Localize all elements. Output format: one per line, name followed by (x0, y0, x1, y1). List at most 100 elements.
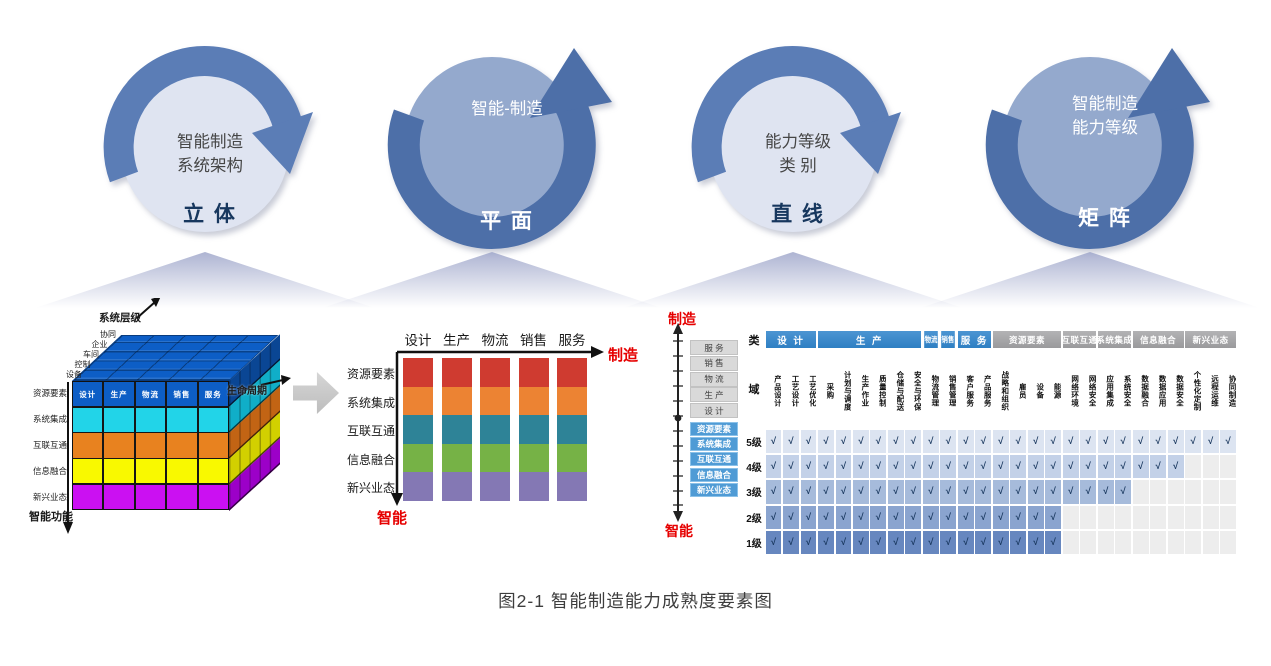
matrix-cell: √ (1010, 505, 1027, 529)
cycle-arrow-icon (691, 46, 901, 232)
cycle-title-line: 智能-制造 (471, 100, 543, 118)
cycle-title: 智能制造系统架构 (100, 130, 320, 178)
cycle-system-architecture: 智能制造系统架构 立 体 (100, 38, 320, 248)
matrix-cell: √ (1045, 505, 1062, 529)
maturity-matrix: 制造 智能 服 务销 售物 流生 产设 计资源要素系统集成互联互通信息融合新兴业… (660, 305, 1255, 567)
category-header: 资源要素 (992, 331, 1062, 348)
matrix-axis-icon (673, 323, 683, 522)
matrix-table: 类设 计生 产物流销售服 务资源要素互联互通系统集成信息融合新兴业态域产品设计工… (744, 331, 1236, 554)
cycle-title-line: 智能制造 (1072, 95, 1138, 113)
matrix-cell (1115, 530, 1132, 554)
matrix-cell: √ (800, 455, 817, 479)
matrix-cell (1220, 480, 1236, 504)
bar-segment (441, 358, 472, 387)
domain-header: 工艺设计 (783, 350, 799, 428)
matrix-cell: √ (765, 480, 782, 504)
matrix-cell: √ (783, 530, 799, 554)
matrix-cell: √ (992, 530, 1009, 554)
cube-block (198, 459, 228, 484)
cube-block (73, 433, 103, 458)
bar-segment (403, 386, 433, 416)
cycle-arrow-icon (387, 48, 612, 249)
matrix-cell: √ (1150, 430, 1167, 454)
matrix-cell: √ (975, 455, 992, 479)
intelligence-axis-box: 系统集成 (690, 437, 738, 452)
matrix-cell (1062, 505, 1079, 529)
cycle-capability-level: 智能制造能力等级 矩 阵 (985, 42, 1225, 262)
cycle-keyword: 平 面 (480, 210, 534, 233)
matrix-cell: √ (1185, 430, 1202, 454)
cube-block (135, 484, 166, 509)
bar-segment (480, 358, 510, 387)
stacked-bar (441, 358, 472, 501)
domain-header: 个性化定制 (1185, 350, 1202, 428)
cube-block (135, 459, 166, 484)
system-level-label: 设备 (66, 370, 82, 379)
cube-block (167, 433, 197, 458)
cycle-keyword: 直 线 (771, 203, 825, 226)
matrix-cell: √ (957, 480, 974, 504)
matrix-cell (1080, 530, 1097, 554)
matrix-cell: √ (887, 430, 904, 454)
domain-header: 客户服务 (957, 350, 974, 428)
lifecycle-column-label: 销售 (520, 333, 547, 348)
domain-header: 质量控制 (870, 350, 887, 428)
category-header: 信息融合 (1132, 331, 1184, 348)
cube-block (198, 484, 228, 509)
matrix-cell: √ (1027, 480, 1044, 504)
category-header: 新兴业态 (1185, 331, 1236, 348)
bar-segment (403, 358, 433, 387)
matrix-cell: √ (835, 530, 852, 554)
cube-block (167, 407, 197, 432)
domain-header: 生产作业 (853, 350, 869, 428)
function-layer-label: 系统集成 (32, 413, 67, 424)
matrix-cell (1097, 530, 1114, 554)
bar-segment (480, 415, 510, 444)
domain-header: 能源 (1045, 350, 1062, 428)
cube-axis-intelligent-function: 智能功能 (29, 511, 73, 523)
matrix-cell: √ (1027, 530, 1044, 554)
matrix-cell (1062, 530, 1079, 554)
system-level-label: 企业 (91, 340, 108, 349)
cycle-title-line: 类 别 (779, 157, 817, 175)
matrix-cell (1150, 480, 1167, 504)
bar-segment (403, 472, 433, 501)
manufacture-axis-box: 服 务 (690, 340, 738, 355)
function-row-label: 资源要素 (346, 367, 395, 381)
bar-segment (518, 386, 549, 416)
matrix-cell: √ (1062, 455, 1079, 479)
matrix-cell: √ (853, 505, 869, 529)
cycle-title-line: 能力等级 (765, 133, 831, 151)
matrix-cell: √ (1062, 480, 1079, 504)
matrix-cell: √ (870, 430, 887, 454)
matrix-cell: √ (922, 480, 939, 504)
matrix-cell: √ (940, 430, 957, 454)
matrix-cell: √ (1167, 455, 1184, 479)
matrix-cell: √ (1150, 455, 1167, 479)
matrix-cell: √ (765, 530, 782, 554)
cycle-arrow-icon (103, 46, 313, 232)
bar-segment (403, 443, 433, 473)
bar-segment (518, 472, 549, 501)
matrix-cell: √ (818, 480, 834, 504)
cube-block (198, 407, 228, 432)
category-header: 设 计 (765, 331, 817, 348)
domain-header: 产品服务 (975, 350, 992, 428)
matrix-cell: √ (887, 480, 904, 504)
manufacture-axis-box: 生 产 (690, 387, 738, 403)
bar-segment (480, 443, 510, 473)
cube-block (167, 484, 197, 509)
matrix-cell: √ (957, 505, 974, 529)
cube-block: 设计 (73, 382, 103, 407)
system-level-label: 控制 (74, 360, 91, 369)
cube-block (73, 459, 103, 484)
bar-segment (557, 472, 587, 501)
matrix-cell: √ (922, 530, 939, 554)
cube-front-face: 设计生产物流销售服务 (72, 381, 229, 510)
matrix-cell: √ (853, 455, 869, 479)
function-row-label: 信息融合 (346, 452, 395, 467)
matrix-cell: √ (992, 430, 1009, 454)
matrix-cell: √ (1062, 430, 1079, 454)
matrix-manufacture-label: 制造 (668, 311, 696, 327)
